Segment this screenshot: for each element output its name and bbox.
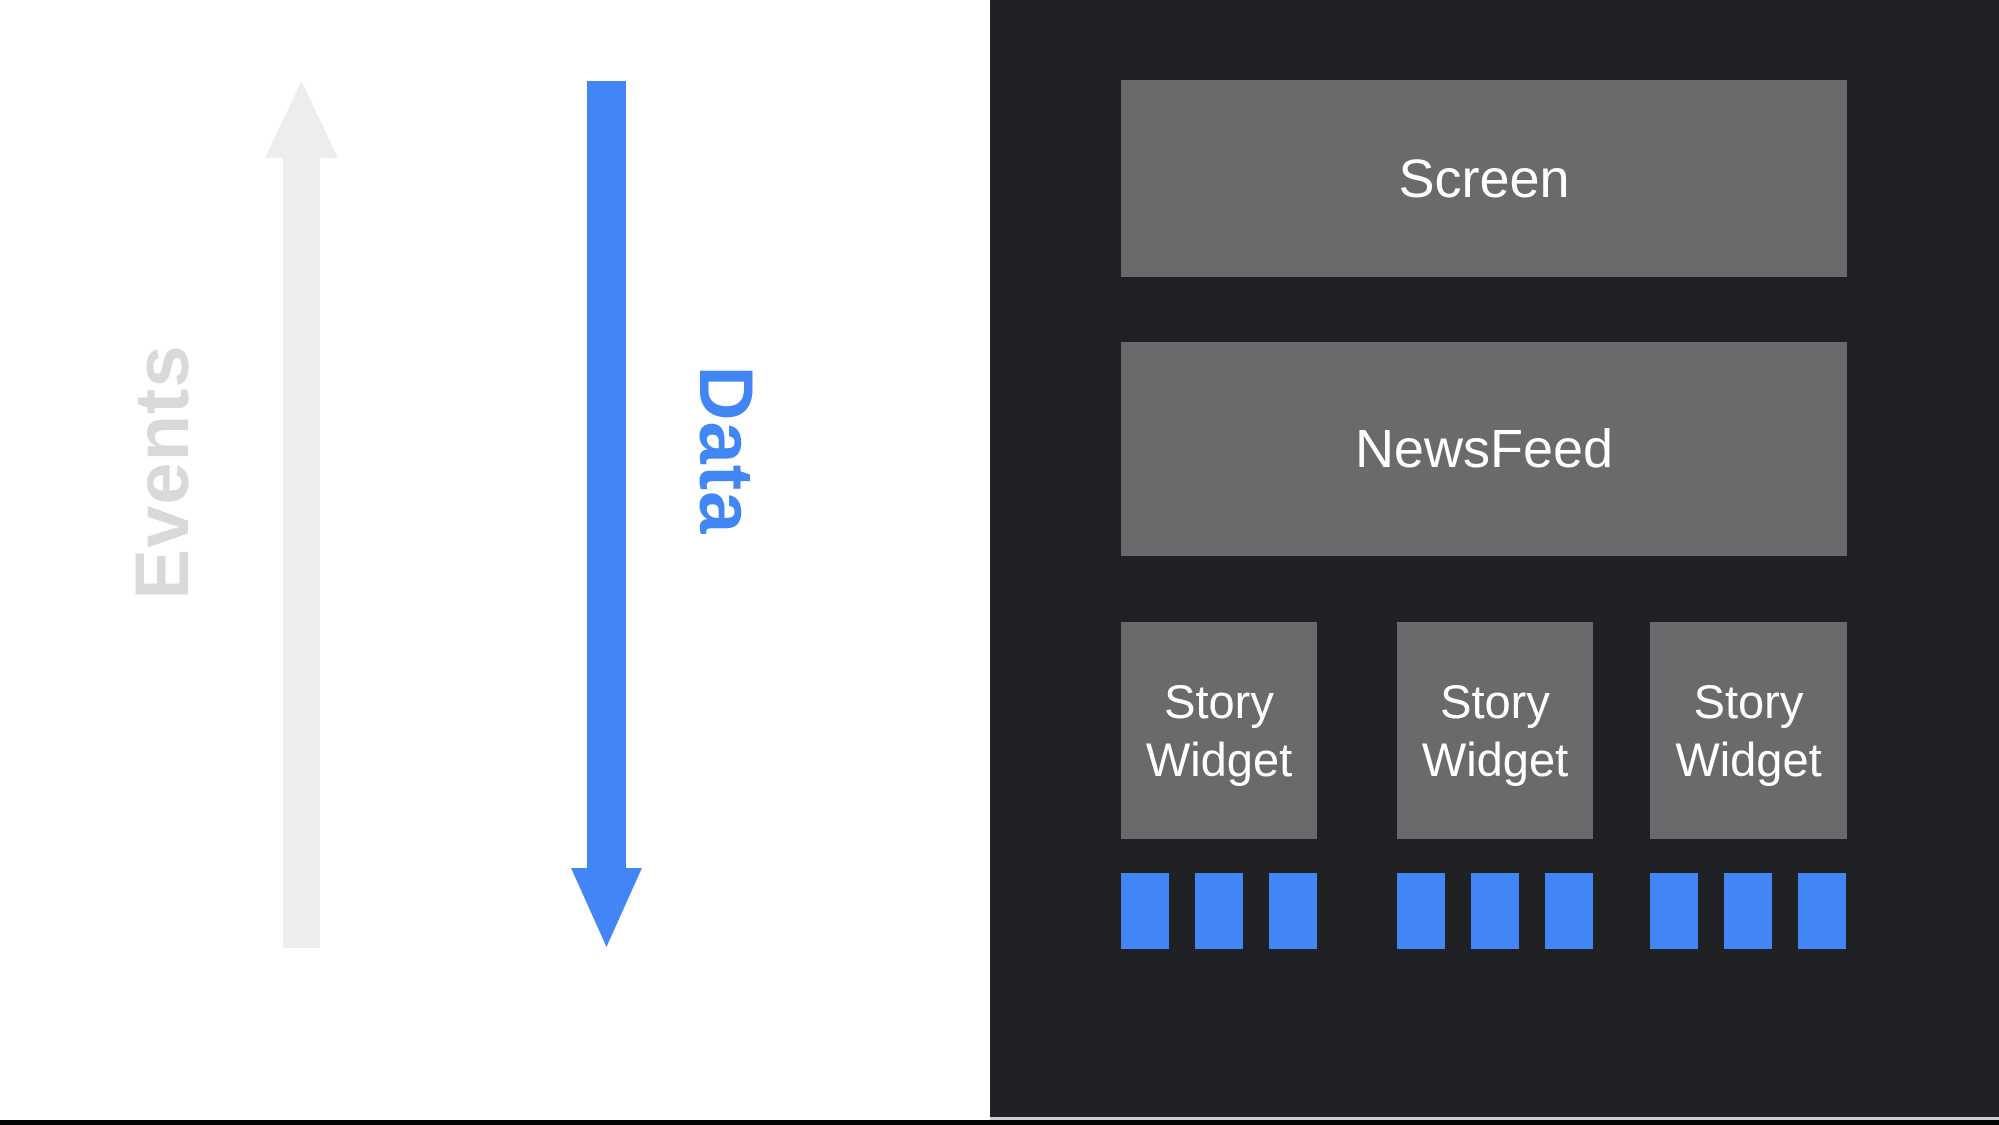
story-widget-box: Story Widget — [1650, 622, 1847, 839]
data-block — [1650, 873, 1698, 949]
data-down-arrow — [571, 81, 642, 947]
story-widget-box: Story Widget — [1397, 622, 1593, 839]
data-block — [1798, 873, 1846, 949]
arrow-up-shaft — [283, 157, 320, 948]
data-block — [1269, 873, 1317, 949]
data-block-row — [1397, 873, 1593, 949]
panel-bottom-edge — [990, 1117, 1999, 1120]
arrow-up-head-icon — [265, 81, 338, 158]
events-label: Events — [120, 344, 205, 600]
events-up-arrow — [265, 81, 338, 948]
story-widget-label: Story Widget — [1421, 674, 1569, 786]
data-label: Data — [683, 365, 768, 535]
data-block — [1471, 873, 1519, 949]
newsfeed-box-label: NewsFeed — [1354, 419, 1614, 479]
data-block — [1195, 873, 1243, 949]
screen-box-label: Screen — [1398, 148, 1570, 209]
story-widget-label: Story Widget — [1145, 674, 1293, 786]
newsfeed-box: NewsFeed — [1121, 342, 1847, 556]
data-block-row — [1650, 873, 1846, 949]
widget-tree-panel: Screen NewsFeed Story Widget Story Widge… — [990, 0, 1999, 1117]
screenshot-bottom-border — [0, 1120, 1999, 1125]
arrow-down-shaft — [587, 81, 626, 869]
data-block — [1397, 873, 1445, 949]
data-block-row — [1121, 873, 1317, 949]
story-widget-label: Story Widget — [1675, 674, 1822, 786]
flow-arrows-panel: Events Data — [0, 0, 990, 1125]
data-block — [1724, 873, 1772, 949]
arrow-down-head-icon — [571, 868, 642, 947]
story-widget-box: Story Widget — [1121, 622, 1317, 839]
screen-box: Screen — [1121, 80, 1847, 277]
data-block — [1121, 873, 1169, 949]
data-block — [1545, 873, 1593, 949]
